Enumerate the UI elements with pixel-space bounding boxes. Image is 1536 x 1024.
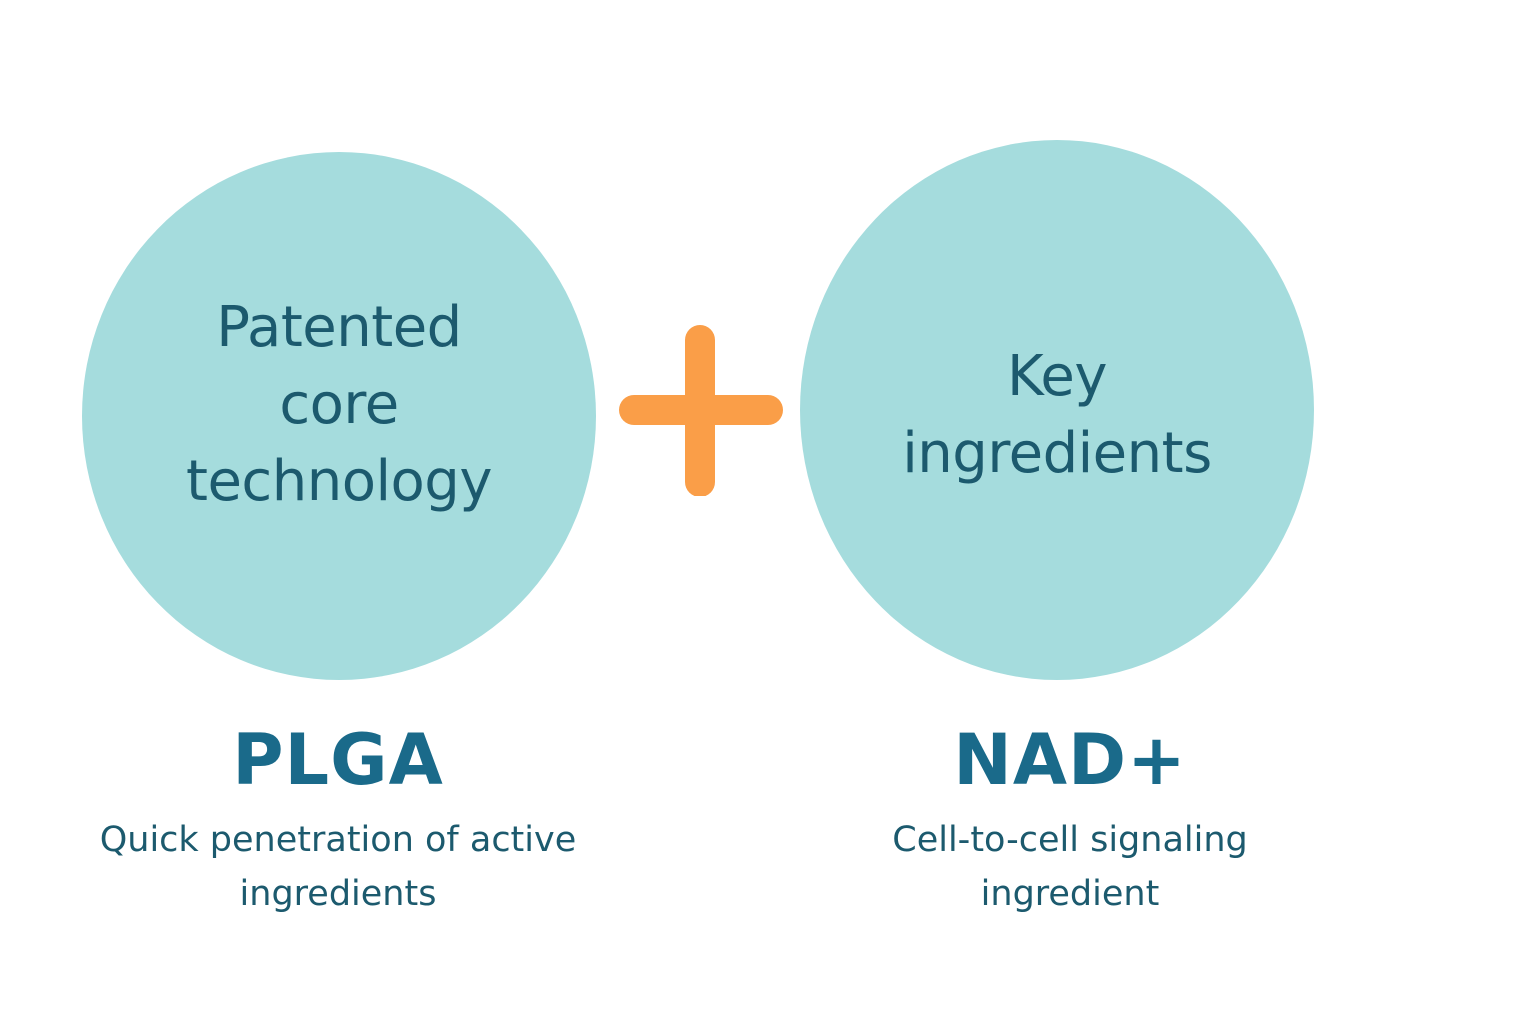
nad-title: NAD+ <box>953 719 1187 801</box>
circle-right-label: Key ingredients <box>902 344 1212 486</box>
circle-key-ingredients: Key ingredients <box>800 140 1314 680</box>
plga-description: Quick penetration of active ingredients <box>99 820 577 914</box>
circle-left-label: Patented core technology <box>186 294 492 514</box>
plga-block: PLGA Quick penetration of active ingredi… <box>38 715 638 921</box>
nad-block: NAD+ Cell-to-cell signaling ingredient <box>770 715 1370 921</box>
plga-title: PLGA <box>232 719 444 801</box>
nad-description: Cell-to-cell signaling ingredient <box>892 820 1248 914</box>
plus-icon <box>619 325 783 496</box>
circle-patented-core-technology: Patented core technology <box>82 152 596 680</box>
